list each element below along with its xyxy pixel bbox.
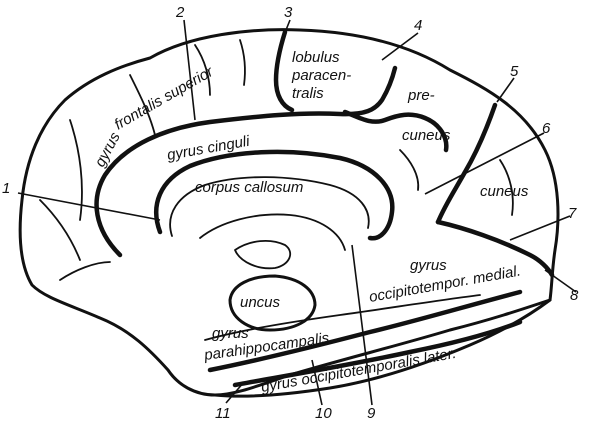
frontal-sulcus-4 <box>194 44 211 96</box>
corpus-callosum-inner <box>169 176 370 237</box>
leader-9 <box>351 244 373 406</box>
sulcus-cinguli <box>94 65 398 258</box>
parahippocampal-outline <box>204 294 481 341</box>
label-lobulus-3: tralis <box>292 85 324 102</box>
leader-2 <box>183 19 196 121</box>
callout-4: 4 <box>414 17 422 34</box>
precuneus-sulcus <box>399 149 420 191</box>
hemisphere-outline <box>18 28 560 397</box>
callout-8: 8 <box>570 287 579 304</box>
sulcus-subparietalis <box>342 109 449 153</box>
callout-1: 1 <box>2 180 10 197</box>
leader-11 <box>225 381 245 404</box>
label-lobulus-2: paracen- <box>291 67 351 84</box>
leader-4 <box>381 32 419 61</box>
callout-2: 2 <box>175 4 185 21</box>
leader-5 <box>496 77 515 103</box>
leader-1 <box>17 192 161 221</box>
leader-6 <box>424 132 545 195</box>
sulcus-parietooccipitalis <box>435 102 498 225</box>
thalamus <box>234 239 292 270</box>
label-corpus-callosum: corpus callosum <box>195 179 303 196</box>
label-gyrus-parahippo-a: gyrus <box>212 325 249 342</box>
frontal-sulcus-5 <box>239 39 246 86</box>
corpus-callosum-outer <box>154 149 395 241</box>
leader-7 <box>509 215 571 241</box>
label-uncus: uncus <box>240 294 281 311</box>
label-cuneus: cuneus <box>480 183 529 200</box>
label-precuneus-1: pre- <box>407 87 435 104</box>
fornix <box>199 213 346 251</box>
leader-8 <box>544 269 577 293</box>
label-lobulus-1: lobulus <box>292 49 340 66</box>
callout-6: 6 <box>542 120 551 137</box>
sulcus-collateralis <box>207 289 523 373</box>
frontal-sulcus-3 <box>129 74 156 136</box>
leader-3 <box>281 19 291 41</box>
callout-11: 11 <box>215 405 231 422</box>
sulcus-occipitotemporalis <box>232 319 523 388</box>
cuneus-sulcus <box>499 159 514 216</box>
label-gyrus-occip-medial-a: gyrus <box>410 257 447 274</box>
label-gyrus-frontalis-superior-a: gyrus <box>92 129 124 170</box>
sulcus-paracentralis <box>273 29 295 113</box>
label-precuneus-2: cuneus <box>402 127 451 144</box>
callout-10: 10 <box>315 405 332 422</box>
leader-10 <box>311 359 323 406</box>
callout-5: 5 <box>510 63 519 80</box>
callout-9: 9 <box>367 405 376 422</box>
sulcus-calcarinus <box>435 219 555 278</box>
frontal-sulcus-1 <box>69 119 83 221</box>
frontal-sulcus-6 <box>59 261 111 281</box>
uncus-outline <box>228 274 317 332</box>
frontal-sulcus-2 <box>39 199 81 261</box>
callout-7: 7 <box>568 205 577 222</box>
callout-3: 3 <box>284 4 293 21</box>
